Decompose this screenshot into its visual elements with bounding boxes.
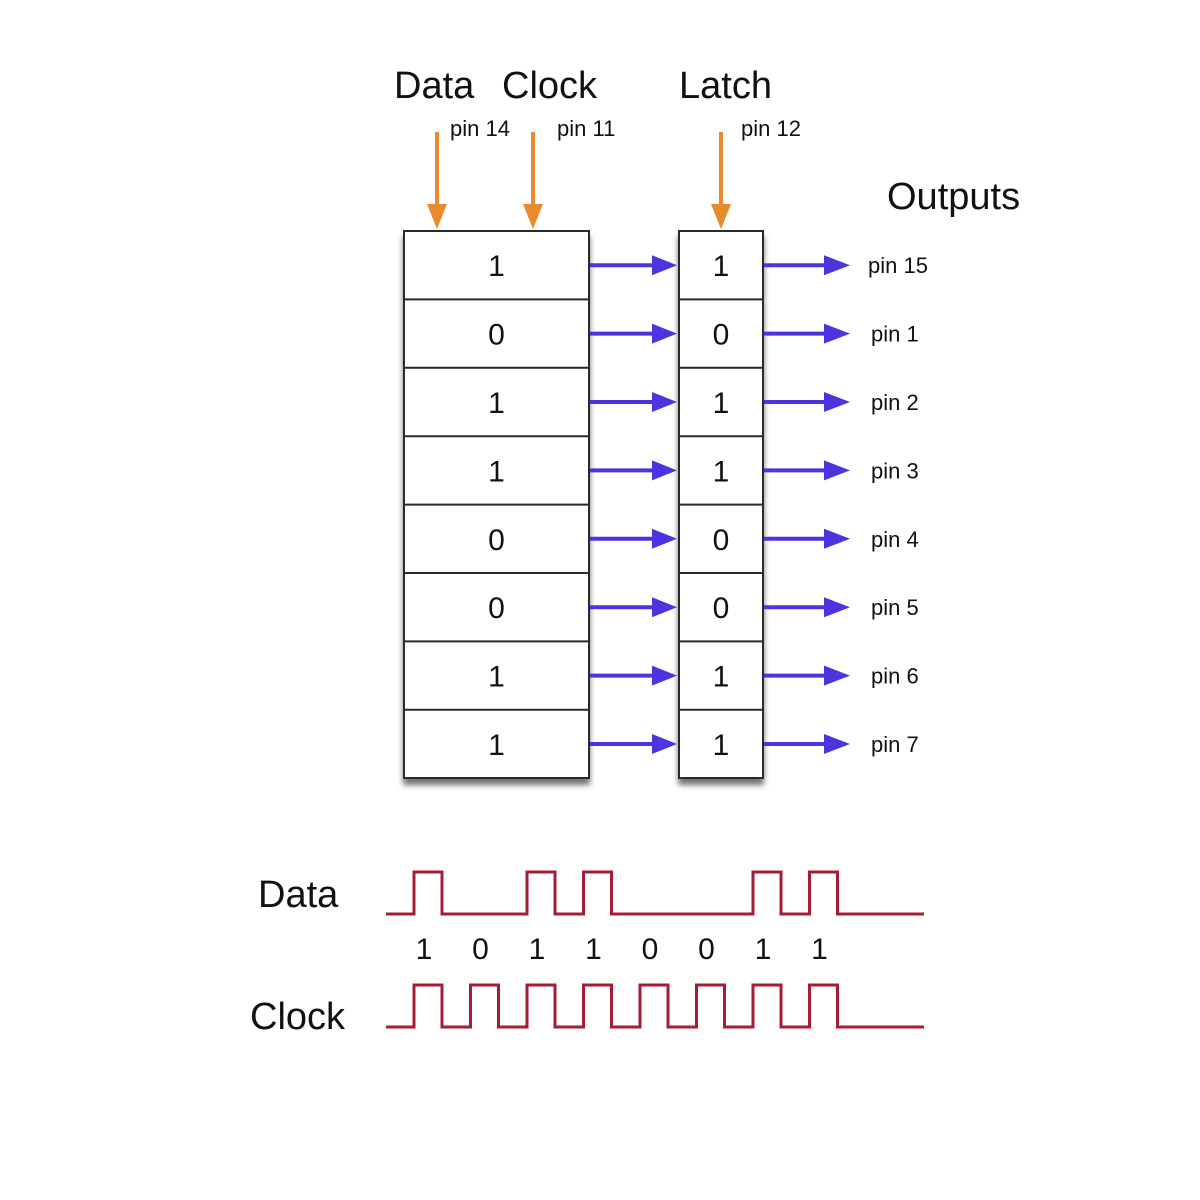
timing-bit-label: 1 [585,933,602,966]
outputs-title: Outputs [887,176,1020,218]
output-arrow-icon [764,528,850,549]
timing-bit-label: 1 [416,933,433,966]
output-arrow-icon [764,460,850,481]
timing-bit-label: 1 [755,933,772,966]
latch-register-cell: 1 [713,455,730,488]
register-rows: 1 1 pin 15 0 0 pin 1 1 1 pin 2 1 1 pin 3 0 0 pin 4 0 0 pi… [404,250,928,762]
latch-register-cell: 1 [713,250,730,283]
latch-register-cell: 1 [713,387,730,420]
output-pin-label: pin 7 [871,732,919,757]
output-arrow-icon [764,323,850,344]
output-pin-label: pin 5 [871,595,919,620]
shift-register-cell: 0 [488,524,505,557]
transfer-arrow-icon [590,528,677,549]
shift-register-cell: 0 [488,592,505,625]
output-pin-label: pin 6 [871,664,919,689]
data-pin-label: pin 14 [450,116,510,141]
output-arrow-icon [764,734,850,754]
latch-register-cell: 1 [713,661,730,694]
clock-waveform [386,983,924,1029]
output-pin-label: pin 4 [871,527,919,552]
shift-register-cell: 1 [488,661,505,694]
transfer-arrow-icon [590,734,677,754]
latch-register-cell: 0 [713,524,730,557]
timing-data-label: Data [258,874,339,916]
latch-register-cell: 0 [713,592,730,625]
timing-bit-label: 0 [472,933,489,966]
output-pin-label: pin 2 [871,390,919,415]
shift-register-cell: 1 [488,455,505,488]
transfer-arrow-icon [590,323,677,344]
timing-bit-label: 1 [811,933,828,966]
data-input-arrow-icon [427,132,447,229]
latch-title: Latch [679,65,772,107]
transfer-arrow-icon [590,597,677,618]
latch-register-cell: 0 [713,319,730,352]
timing-clock-label: Clock [250,996,346,1038]
output-arrow-icon [764,597,850,618]
latch-register-cell: 1 [713,729,730,762]
output-pin-label: pin 15 [868,253,928,278]
output-pin-label: pin 3 [871,458,919,483]
data-title: Data [394,65,475,107]
shift-register-cell: 1 [488,387,505,420]
clock-input-arrow-icon [523,132,543,229]
output-arrow-icon [764,255,850,276]
timing-bit-labels: 1 0 1 1 0 0 1 1 [416,933,828,966]
shift-register-cell: 1 [488,729,505,762]
transfer-arrow-icon [590,460,677,481]
latch-pin-label: pin 12 [741,116,801,141]
clock-title: Clock [502,65,598,107]
timing-bit-label: 0 [698,933,715,966]
transfer-arrow-icon [590,665,677,686]
output-arrow-icon [764,665,850,686]
output-pin-label: pin 1 [871,322,919,347]
timing-bit-label: 1 [529,933,546,966]
clock-pin-label: pin 11 [557,116,615,141]
shift-register-cell: 0 [488,319,505,352]
data-waveform [386,870,924,916]
transfer-arrow-icon [590,392,677,412]
timing-bit-label: 0 [642,933,659,966]
output-arrow-icon [764,392,850,412]
shift-register-cell: 1 [488,250,505,283]
latch-input-arrow-icon [711,132,731,229]
transfer-arrow-icon [590,255,677,276]
